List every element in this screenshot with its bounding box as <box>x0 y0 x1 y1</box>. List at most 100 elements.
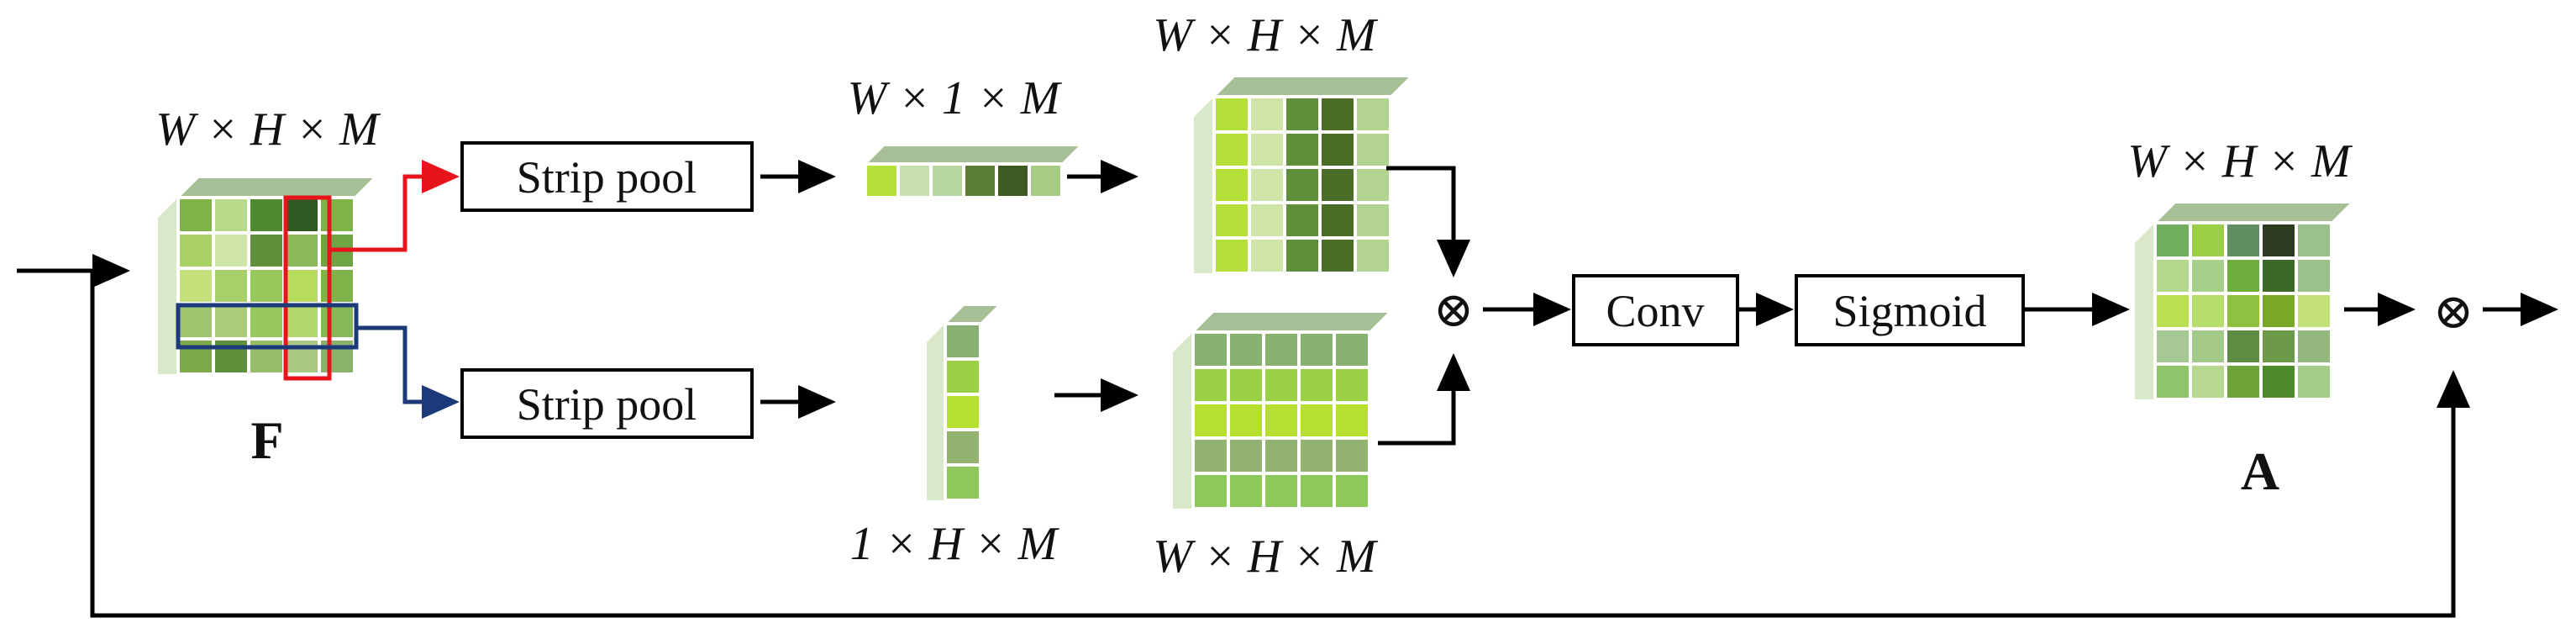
tensor-f-cube <box>158 177 377 376</box>
row-expanded-top-face <box>1212 76 1413 98</box>
row-expanded-cell-r2-c4 <box>1354 166 1392 204</box>
row-expanded-cell-r0-c3 <box>1318 95 1357 134</box>
sigmoid-label: Sigmoid <box>1832 286 1986 336</box>
tensor-a-cell-r2-c0 <box>2153 292 2192 330</box>
row-expanded-cell-r2-c0 <box>1212 166 1251 204</box>
row-strip-cell-r0-c5 <box>1028 162 1064 199</box>
skip-connection-line <box>90 271 2470 618</box>
row-expanded-cell-r0-c0 <box>1212 95 1251 134</box>
tensor-f-cell-r4-c3 <box>282 337 321 376</box>
row-expanded-cell-r4-c3 <box>1318 236 1357 275</box>
a-dimension-label: W × H × M <box>2127 135 2353 187</box>
tensor-a-cell-r4-c4 <box>2295 362 2333 401</box>
row-expanded-cell-r2-c3 <box>1318 166 1357 204</box>
a-name-label: A <box>2241 441 2279 501</box>
arrow-col-expanded-to-multiply <box>1378 353 1470 446</box>
row-expanded-cell-r3-c1 <box>1248 201 1286 240</box>
conv-box <box>1572 274 1739 346</box>
col-strip-cell-r0-c0 <box>944 322 982 361</box>
row-strip-cell-r0-c0 <box>864 162 900 199</box>
col-expanded-cell-r4-c3 <box>1297 472 1336 510</box>
tensor-f-left-face <box>158 198 178 374</box>
conv-label: Conv <box>1606 286 1704 336</box>
col-strip-top-face <box>943 304 1001 325</box>
strip-pool-bottom-label: Strip pool <box>517 379 697 430</box>
f-dimension-label: W × H × M <box>155 103 381 156</box>
row-strip-cell-r0-c3 <box>962 162 998 199</box>
col-expanded-dimension-label: W × H × M <box>1153 531 1379 583</box>
col-strip-cell-r1-c0 <box>944 357 982 396</box>
strip-pool-top-label: Strip pool <box>517 152 697 203</box>
tensor-f-cell-r4-c4 <box>318 337 356 376</box>
tensor-a-cell-r1-c4 <box>2295 256 2333 295</box>
row-expanded-cell-r4-c2 <box>1283 236 1322 275</box>
col-expanded-cell-r0-c0 <box>1191 330 1230 369</box>
row-expanded-cell-r1-c4 <box>1354 130 1392 169</box>
col-expanded-cell-r4-c4 <box>1333 472 1371 510</box>
tensor-a-cell-r3-c1 <box>2189 327 2227 366</box>
tensor-f-cell-r0-c2 <box>247 196 286 235</box>
col-expanded-cell-r1-c2 <box>1262 366 1301 404</box>
col-expanded-cell-r1-c4 <box>1333 366 1371 404</box>
multiply-symbol-2: ⊗ <box>2433 284 2474 339</box>
row-expanded-cell-r1-c0 <box>1212 130 1251 169</box>
tensor-f-cell-r1-c0 <box>176 231 215 270</box>
tensor-a-cell-r1-c2 <box>2224 256 2263 295</box>
multiply-symbol-1: ⊗ <box>1433 283 1475 337</box>
row-strip-cell-r0-c2 <box>929 162 965 199</box>
row-expanded-cell-r2-c2 <box>1283 166 1322 204</box>
col-strip-left-face <box>927 324 945 500</box>
col-strip-cell-r4-c0 <box>944 463 982 502</box>
tensor-a-cell-r2-c4 <box>2295 292 2333 330</box>
row-strip-cell-r0-c4 <box>995 162 1031 199</box>
arrow-row-expanded-to-multiply <box>1386 166 1470 277</box>
blue-branch-arrow <box>356 325 460 419</box>
tensor-f-cell-r2-c2 <box>247 267 286 305</box>
row-expanded-tensor <box>1194 76 1413 275</box>
tensor-f-top-face <box>176 177 377 198</box>
tensor-a-cell-r4-c3 <box>2259 362 2298 401</box>
tensor-a-cell-r4-c1 <box>2189 362 2227 401</box>
column-strip-pooled-tensor <box>927 304 1001 502</box>
tensor-f-cell-r4-c1 <box>212 337 250 376</box>
row-strip-side-edge <box>847 164 865 198</box>
tensor-a-cell-r0-c0 <box>2153 221 2192 260</box>
col-expanded-cell-r4-c1 <box>1227 472 1265 510</box>
tensor-f-cell-r1-c2 <box>247 231 286 270</box>
col-expanded-cell-r4-c2 <box>1262 472 1301 510</box>
row-expanded-cell-r0-c2 <box>1283 95 1322 134</box>
row-expanded-cell-r1-c2 <box>1283 130 1322 169</box>
red-branch-arrow <box>329 160 460 252</box>
row-expanded-cell-r3-c4 <box>1354 201 1392 240</box>
col-expanded-cell-r3-c0 <box>1191 436 1230 475</box>
tensor-f-cell-r1-c1 <box>212 231 250 270</box>
col-expanded-cell-r1-c3 <box>1297 366 1336 404</box>
tensor-a-cell-r3-c0 <box>2153 327 2192 366</box>
col-expanded-cell-r0-c2 <box>1262 330 1301 369</box>
row-expanded-cell-r0-c4 <box>1354 95 1392 134</box>
row-expanded-cell-r3-c3 <box>1318 201 1357 240</box>
col-expanded-cell-r3-c1 <box>1227 436 1265 475</box>
strip-pool-top-box <box>460 141 754 212</box>
column-expanded-tensor <box>1173 311 1392 510</box>
tensor-f-cell-r0-c1 <box>212 196 250 235</box>
col-expanded-cell-r3-c4 <box>1333 436 1371 475</box>
row-expanded-cell-r2-c1 <box>1248 166 1286 204</box>
row-expanded-cell-r0-c1 <box>1248 95 1286 134</box>
tensor-f-cell-r0-c4 <box>318 196 356 235</box>
tensor-a-cell-r3-c4 <box>2295 327 2333 366</box>
tensor-f-cell-r3-c4 <box>318 302 356 341</box>
col-expanded-cell-r3-c3 <box>1297 436 1336 475</box>
col-expanded-cell-r1-c0 <box>1191 366 1230 404</box>
tensor-f-cell-r2-c3 <box>282 267 321 305</box>
row-strip-pooled-tensor <box>847 145 1083 199</box>
tensor-a-top-face <box>2153 202 2354 224</box>
col-expanded-cell-r2-c1 <box>1227 401 1265 440</box>
tensor-f-cell-r4-c2 <box>247 337 286 376</box>
tensor-a-cell-r1-c3 <box>2259 256 2298 295</box>
row-strip-cell-r0-c1 <box>896 162 933 199</box>
col-expanded-cell-r4-c0 <box>1191 472 1230 510</box>
tensor-f-cell-r2-c4 <box>318 267 356 305</box>
tensor-a-cell-r0-c1 <box>2189 221 2227 260</box>
